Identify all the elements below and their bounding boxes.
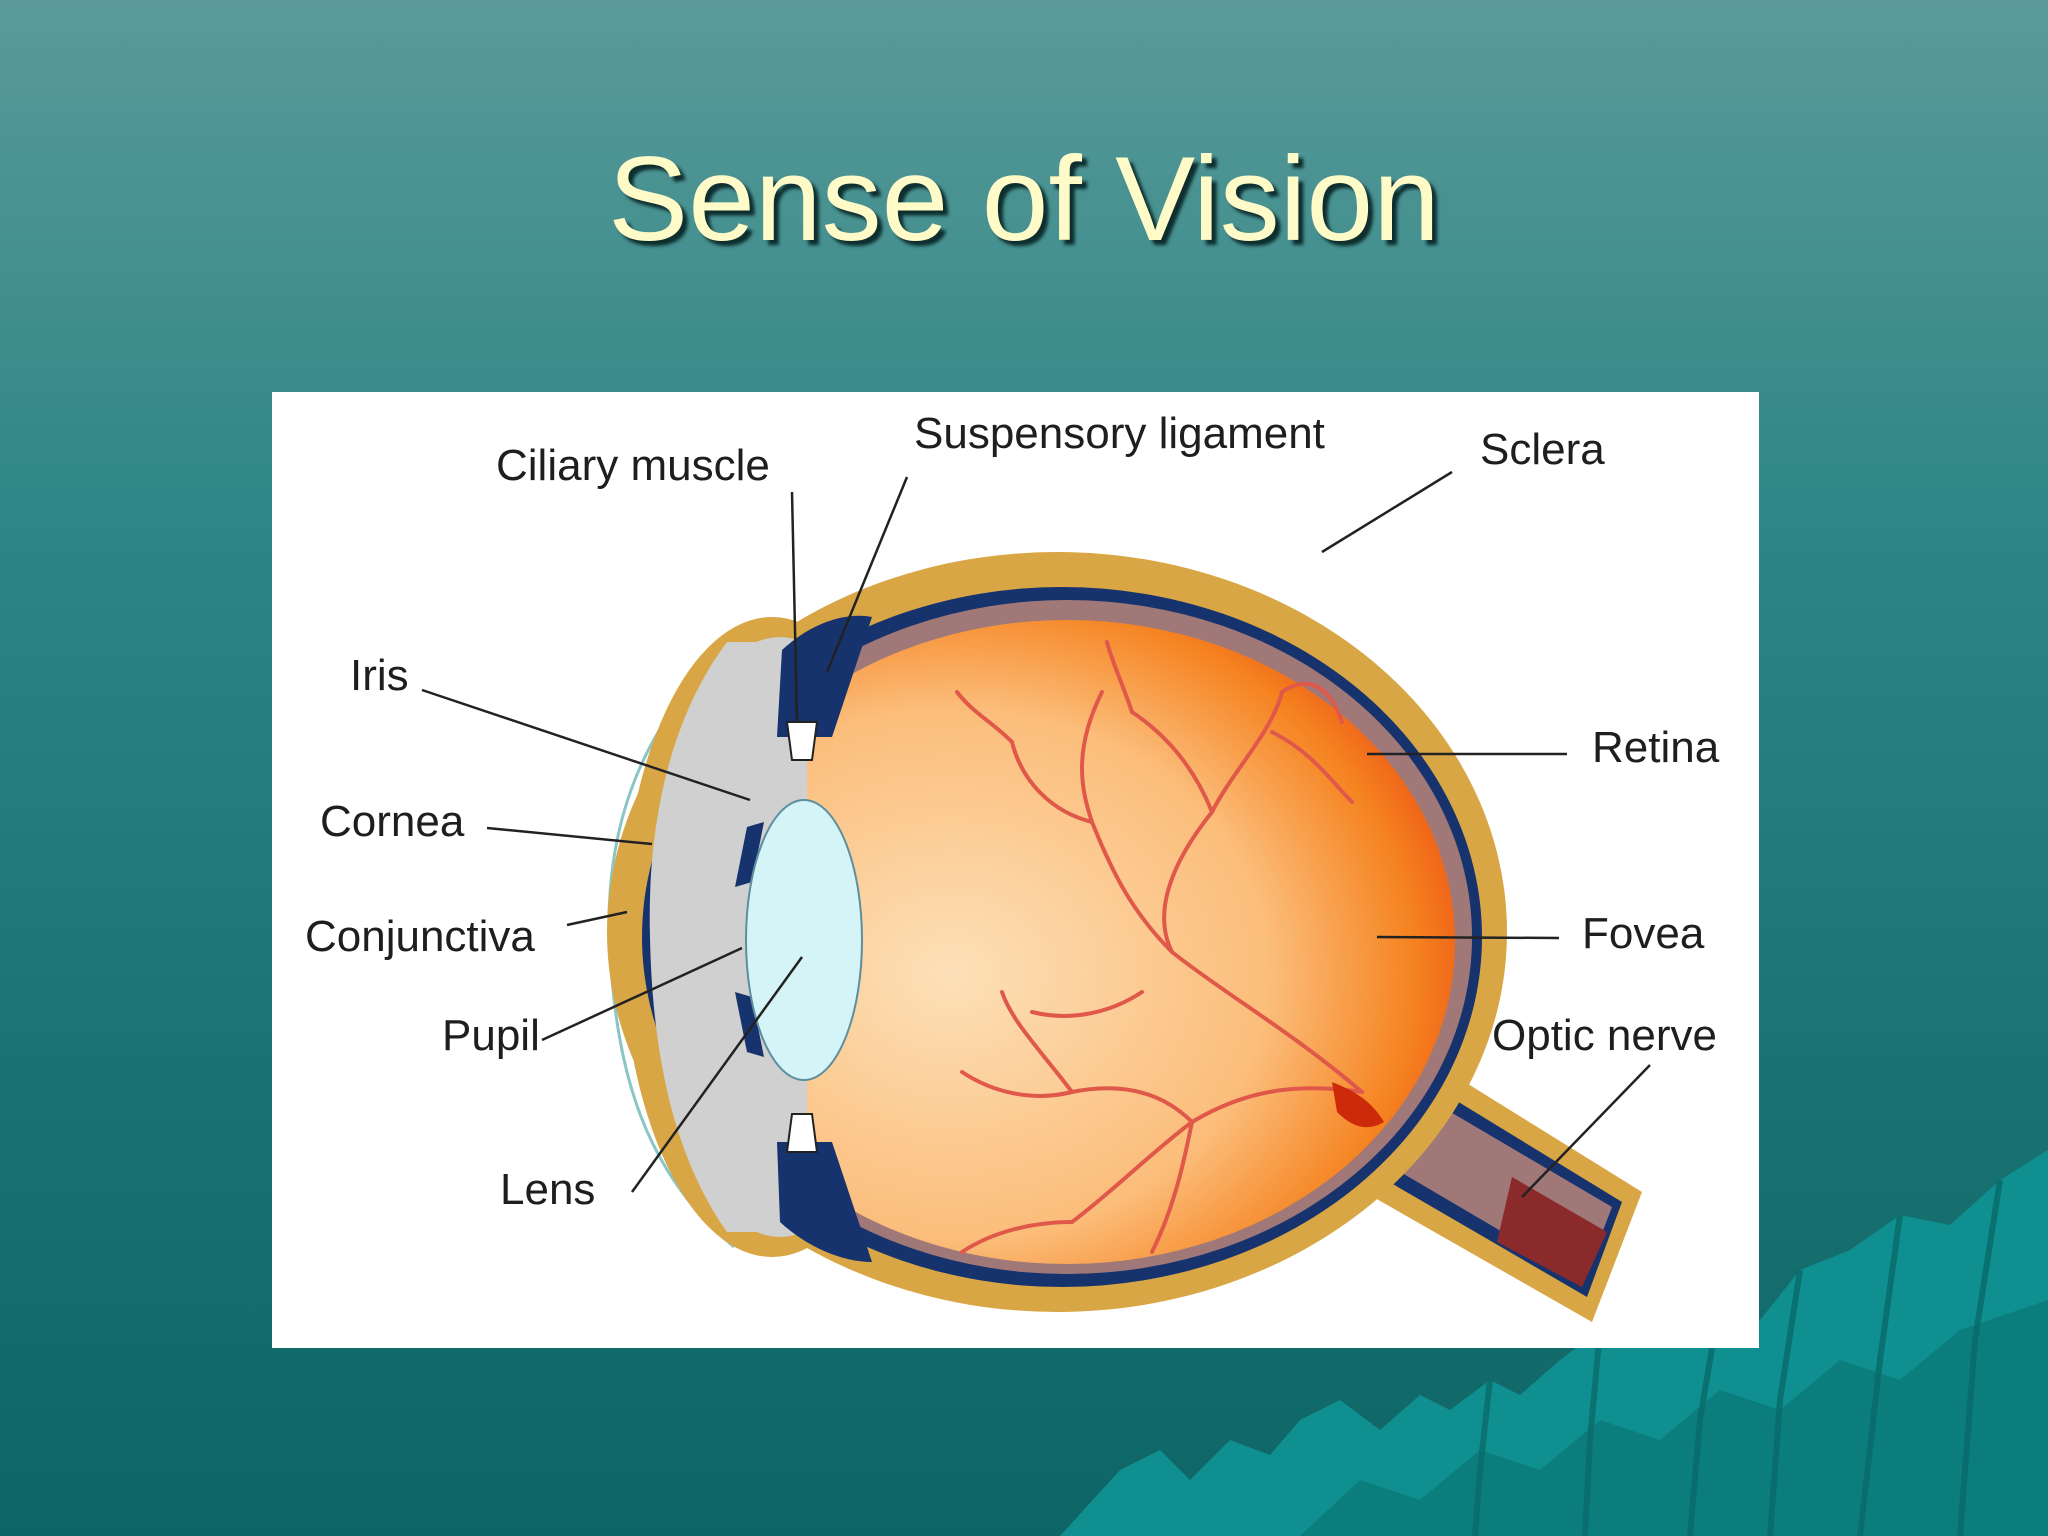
vitreous-body <box>679 620 1455 1264</box>
label-pupil: Pupil <box>442 1011 540 1060</box>
label-conjunctiva: Conjunctiva <box>305 912 535 961</box>
label-sclera: Sclera <box>1480 425 1605 474</box>
label-iris: Iris <box>350 651 409 700</box>
label-optic-nerve: Optic nerve <box>1492 1011 1717 1060</box>
label-cornea: Cornea <box>320 797 465 846</box>
slide-title: Sense of Vision <box>608 132 1440 266</box>
label-lens: Lens <box>500 1165 595 1214</box>
eye-diagram-panel: Ciliary muscle Suspensory ligament Scler… <box>272 392 1759 1348</box>
eye-diagram: Ciliary muscle Suspensory ligament Scler… <box>305 409 1720 1322</box>
label-ciliary-muscle: Ciliary muscle <box>496 441 770 490</box>
label-retina: Retina <box>1592 723 1720 772</box>
leader-lines <box>421 470 1651 1198</box>
lens-shape <box>745 799 863 1081</box>
label-fovea: Fovea <box>1582 909 1705 958</box>
blood-vessels <box>955 640 1364 1254</box>
label-suspensory-ligament: Suspensory ligament <box>914 409 1325 458</box>
